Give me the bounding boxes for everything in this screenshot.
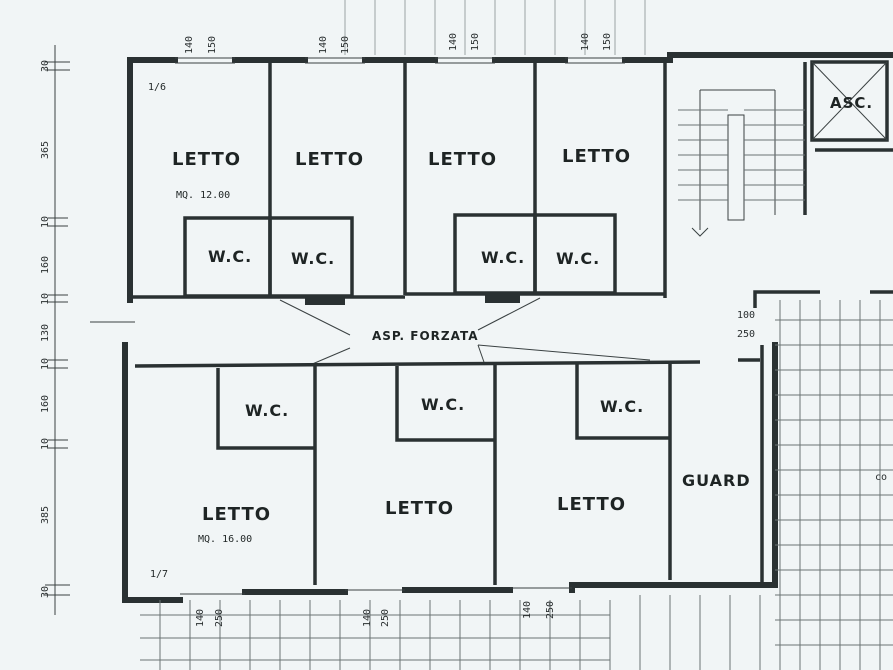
corridor bbox=[90, 297, 651, 366]
wc-3-label: W.C. bbox=[481, 248, 525, 267]
bottom-dim-b-2: 250 bbox=[380, 609, 391, 627]
top-dim-b-2: 150 bbox=[340, 36, 351, 54]
bedroom-5-area: MQ. 16.00 bbox=[198, 534, 252, 545]
door-dim-a: 100 bbox=[737, 310, 755, 321]
wc-5-label: W.C. bbox=[245, 401, 289, 420]
lift-label: ASC. bbox=[830, 94, 873, 112]
top-window-dimensions: 140 150 140 150 140 150 140 150 bbox=[184, 33, 613, 54]
bedroom-2-label: LETTO bbox=[295, 149, 364, 170]
bedroom-1-area: MQ. 12.00 bbox=[176, 190, 230, 201]
top-bedroom-walls bbox=[130, 62, 667, 305]
top-dim-b-1: 150 bbox=[207, 36, 218, 54]
bedroom-5-label: LETTO bbox=[202, 504, 271, 525]
bottom-dim-a-1: 140 bbox=[195, 609, 206, 627]
wc-6-label: W.C. bbox=[421, 395, 465, 414]
top-dim-a-4: 140 bbox=[580, 33, 591, 51]
dim-160-b: 160 bbox=[40, 395, 51, 413]
top-dim-a-3: 140 bbox=[448, 33, 459, 51]
bottom-balcony-grid bbox=[140, 595, 761, 670]
guard-label: GUARD bbox=[682, 471, 751, 490]
dim-10-c: 10 bbox=[40, 358, 51, 370]
wc-2-label: W.C. bbox=[291, 249, 335, 268]
bottom-dim-a-2: 140 bbox=[362, 609, 373, 627]
unit-number-bottom: 1/7 bbox=[150, 569, 168, 580]
dim-30-top: 30 bbox=[40, 60, 51, 72]
bottom-dim-b-1: 250 bbox=[214, 609, 225, 627]
dim-365: 365 bbox=[40, 141, 51, 159]
top-dim-b-3: 150 bbox=[470, 33, 481, 51]
dim-10-a: 10 bbox=[40, 216, 51, 228]
left-dimension-labels: 30 365 10 160 10 130 10 160 10 385 30 bbox=[40, 60, 51, 598]
bedroom-7-label: LETTO bbox=[557, 494, 626, 515]
bedroom-4-label: LETTO bbox=[562, 146, 631, 167]
wc-1-label: W.C. bbox=[208, 247, 252, 266]
balcony-grid bbox=[775, 300, 893, 670]
door-dim-b: 250 bbox=[737, 329, 755, 340]
bottom-dim-b-3: 250 bbox=[545, 601, 556, 619]
room-labels: 1/6 LETTO MQ. 12.00 LETTO LETTO LETTO W.… bbox=[148, 82, 887, 580]
stair-block bbox=[678, 60, 893, 308]
dim-130: 130 bbox=[40, 324, 51, 342]
bedroom-6-label: LETTO bbox=[385, 498, 454, 519]
top-hatching bbox=[344, 0, 646, 55]
corridor-label: ASP. FORZATA bbox=[372, 329, 479, 343]
top-dim-a-2: 140 bbox=[318, 36, 329, 54]
dim-10-b: 10 bbox=[40, 293, 51, 305]
outer-walls bbox=[122, 52, 893, 603]
dim-30-bottom: 30 bbox=[40, 586, 51, 598]
bedroom-3-label: LETTO bbox=[428, 149, 497, 170]
bottom-bedroom-walls bbox=[134, 345, 764, 585]
dim-385: 385 bbox=[40, 506, 51, 524]
unit-number-top: 1/6 bbox=[148, 82, 166, 93]
partial-right-label: co bbox=[875, 472, 887, 483]
dim-10-d: 10 bbox=[40, 438, 51, 450]
left-dimension-line bbox=[45, 45, 70, 615]
bottom-window-dimensions: 140 250 140 250 140 250 bbox=[195, 601, 556, 627]
dim-160-a: 160 bbox=[40, 256, 51, 274]
top-dim-b-4: 150 bbox=[602, 33, 613, 51]
top-dim-a-1: 140 bbox=[184, 36, 195, 54]
wc-4-label: W.C. bbox=[556, 249, 600, 268]
bedroom-1-label: LETTO bbox=[172, 149, 241, 170]
bottom-dim-a-3: 140 bbox=[522, 601, 533, 619]
wc-7-label: W.C. bbox=[600, 397, 644, 416]
